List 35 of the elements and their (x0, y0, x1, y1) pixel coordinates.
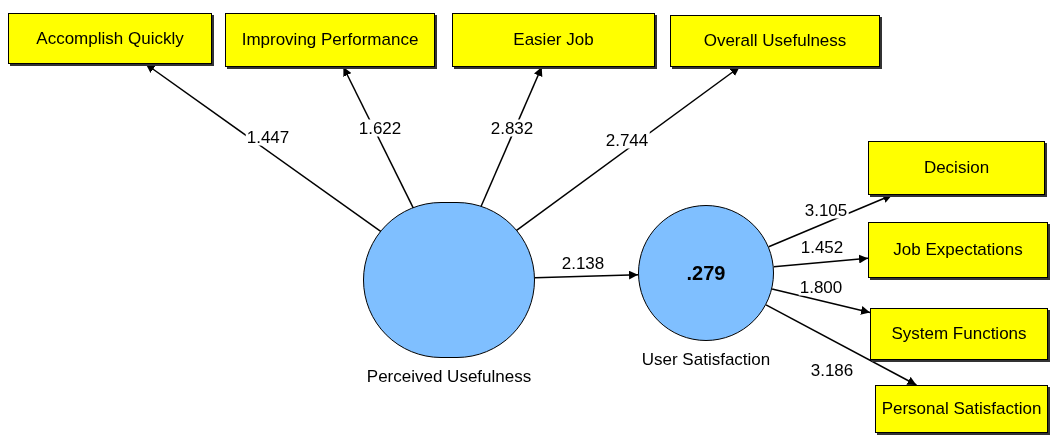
indicator-label: Personal Satisfaction (881, 398, 1042, 421)
edge-label: 1.452 (799, 238, 845, 256)
indicator-label: Improving Performance (241, 29, 419, 52)
arrow (765, 304, 918, 386)
indicator-box (452, 13, 655, 67)
construct-label: Perceived Usefulness (366, 366, 532, 388)
indicator-box (225, 13, 435, 67)
indicator-box (868, 222, 1048, 278)
arrow (342, 66, 415, 210)
edge-label: 2.832 (489, 119, 535, 137)
arrow (515, 66, 741, 232)
edge-label: 3.105 (803, 201, 849, 219)
indicator-box (875, 385, 1048, 433)
arrow (772, 254, 869, 268)
indicator-label: Decision (923, 157, 990, 180)
arrow (767, 194, 893, 248)
indicator-box (8, 13, 212, 64)
edge-label: 3.186 (809, 361, 855, 379)
edge-label: 2.744 (604, 131, 650, 149)
indicator-label: Job Expectations (893, 239, 1023, 262)
edge-label: 1.800 (798, 278, 844, 296)
indicator-label: System Functions (891, 323, 1027, 346)
arrow (534, 270, 639, 280)
edge-label: 2.138 (560, 254, 606, 272)
indicator-box (870, 308, 1048, 360)
indicator-label: Overall Usefulness (703, 30, 847, 53)
r-squared-value: .279 (686, 261, 726, 286)
edge-label: 1.447 (245, 128, 291, 146)
edge-label: 1.622 (357, 119, 403, 137)
construct-label: User Satisfaction (641, 349, 771, 371)
indicator-label: Accomplish Quickly (36, 27, 184, 50)
indicator-label: Easier Job (513, 29, 594, 52)
arrow (145, 63, 383, 233)
indicator-box (670, 15, 880, 67)
indicator-box (868, 141, 1045, 195)
